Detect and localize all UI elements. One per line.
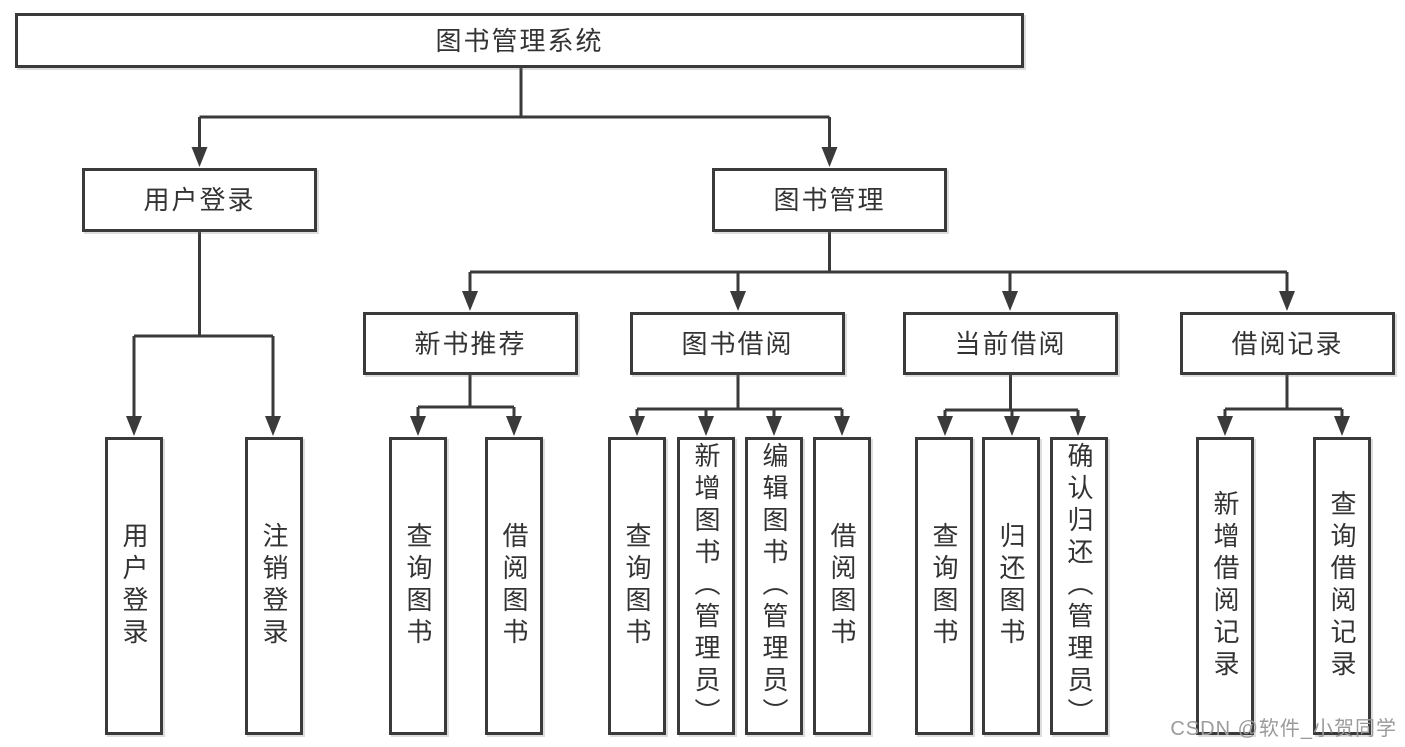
node-return-books-leaf: 归还图书 <box>982 437 1040 735</box>
node-borrow-books-recommend-leaf: 借阅图书 <box>485 437 543 735</box>
node-query-books-current-leaf: 查询图书 <box>915 437 973 735</box>
node-query-books-recommend-leaf: 查询图书 <box>389 437 447 735</box>
node-query-books-borrowing-leaf: 查询图书 <box>608 437 666 735</box>
node-confirm-return-admin-leaf: 确认归还（管理员） <box>1050 437 1108 735</box>
node-new-book-recommendation: 新书推荐 <box>363 312 578 375</box>
node-logout-login-leaf: 注销登录 <box>245 437 303 735</box>
node-borrow-books-borrowing-leaf: 借阅图书 <box>813 437 871 735</box>
node-user-login: 用户登录 <box>82 168 317 232</box>
node-edit-books-admin-leaf: 编辑图书（管理员） <box>745 437 803 735</box>
node-book-borrowing: 图书借阅 <box>630 312 845 375</box>
node-current-borrowing: 当前借阅 <box>903 312 1118 375</box>
node-add-books-admin-leaf: 新增图书（管理员） <box>677 437 735 735</box>
node-add-borrow-record-leaf: 新增借阅记录 <box>1196 437 1254 735</box>
node-book-management: 图书管理 <box>712 168 947 232</box>
node-user-login-leaf: 用户登录 <box>105 437 163 735</box>
node-library-management-system: 图书管理系统 <box>15 13 1024 68</box>
node-borrowing-records: 借阅记录 <box>1180 312 1395 375</box>
csdn-watermark: CSDN @软件_小贺同学 <box>1170 718 1397 740</box>
node-query-borrow-record-leaf: 查询借阅记录 <box>1313 437 1371 735</box>
